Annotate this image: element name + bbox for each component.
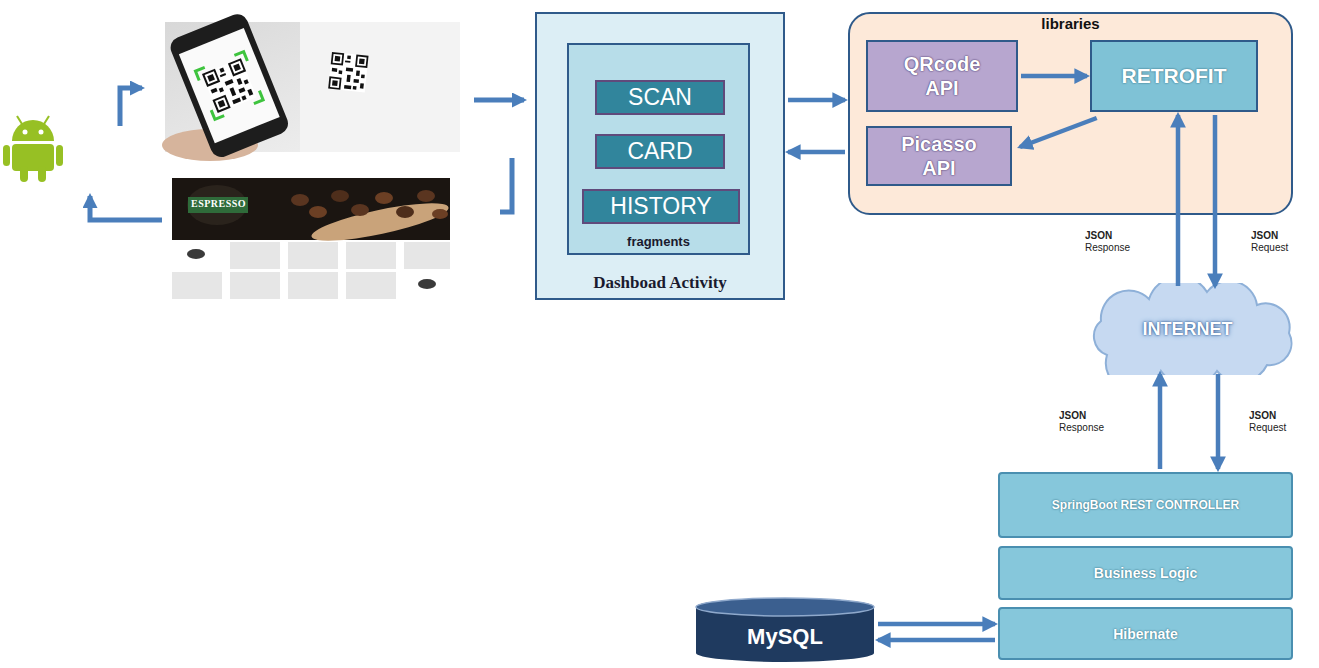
connector-arrow: [1021, 74, 1087, 79]
library-box: Picasso API: [866, 126, 1012, 186]
node-label: RETROFIT: [1122, 64, 1227, 88]
edge-label: JSON Request: [1248, 410, 1289, 434]
connector-arrow: [878, 638, 995, 643]
fragment-box: HISTORY: [582, 189, 740, 224]
node-label: INTERNET: [1143, 319, 1233, 340]
node-label: MySQL: [747, 624, 823, 650]
connector-arrow: [1020, 118, 1097, 147]
flow-arrow: [500, 158, 512, 212]
connector-arrow: [878, 622, 995, 627]
android-icon: [3, 116, 63, 182]
flow-arrow: [90, 196, 162, 220]
library-box: RETROFIT: [1090, 40, 1258, 112]
node-label: SCAN: [628, 84, 692, 111]
group-label: fragments: [569, 234, 748, 249]
connector-arrow: [1216, 374, 1221, 469]
database-cylinder: MySQL: [695, 597, 875, 663]
library-box: QRcode API: [866, 40, 1018, 112]
connector-arrow: [1158, 374, 1163, 469]
image-label: ESPRESSO: [191, 198, 246, 209]
edge-label: JSON Response: [1058, 410, 1108, 434]
node-label: Hibernate: [1113, 626, 1178, 642]
flow-arrow: [120, 88, 142, 126]
connector-arrow: [1176, 115, 1181, 286]
fragment-box: CARD: [595, 134, 725, 169]
internet-cloud: INTERNET: [1075, 283, 1300, 375]
fragment-box: SCAN: [595, 80, 725, 115]
layer-box: SpringBoot REST CONTROLLER: [998, 472, 1293, 538]
phone-photo: [162, 11, 460, 161]
edge-label: JSON Request: [1250, 230, 1291, 254]
edge-label: JSON Response: [1084, 230, 1134, 254]
group-label: libraries: [850, 15, 1291, 32]
node-label: QRcode API: [904, 52, 981, 100]
node-label: HISTORY: [610, 193, 711, 220]
library-group: librariesQRcode API RETROFIT Picasso API: [848, 12, 1293, 215]
node-label: Business Logic: [1094, 565, 1197, 581]
layer-box: Business Logic: [998, 546, 1293, 600]
layer-box: Hibernate: [998, 607, 1293, 660]
connector-arrow: [1213, 115, 1218, 286]
activity-box: Dashboad Activity fragments SCAN CARD HISTOR…: [535, 12, 785, 300]
flow-arrow: [474, 98, 524, 103]
connector-arrow: [788, 98, 845, 103]
node-label: CARD: [627, 138, 692, 165]
app-screenshot: [172, 178, 451, 299]
node-label: SpringBoot REST CONTROLLER: [1052, 498, 1239, 512]
fragment-container: fragments SCAN CARD HISTORY: [567, 43, 750, 255]
connector-arrow: [788, 150, 845, 155]
node-label: Picasso API: [901, 132, 977, 180]
group-label: Dashboad Activity: [537, 273, 783, 293]
